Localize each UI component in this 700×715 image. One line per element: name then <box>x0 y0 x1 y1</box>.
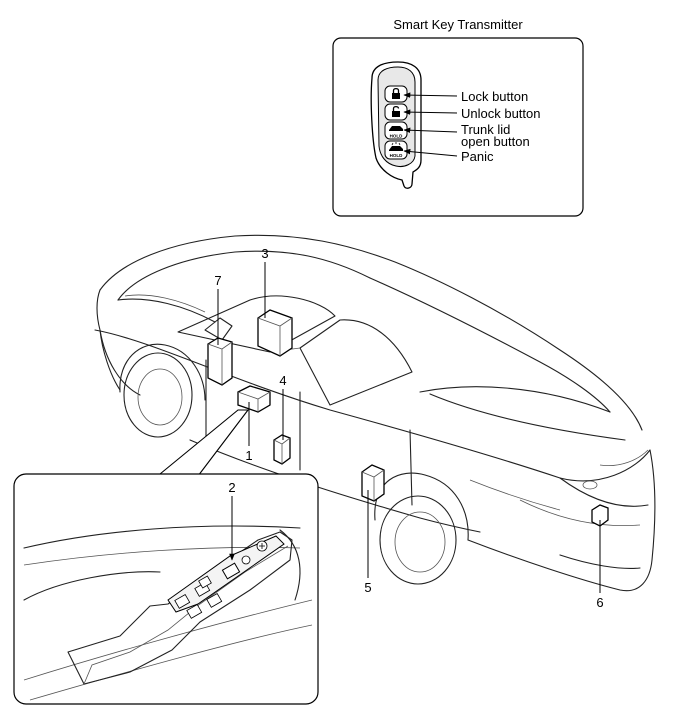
trunk-button-label-2: open button <box>461 134 530 149</box>
label-4: 4 <box>279 373 286 388</box>
panic-button-label: Panic <box>461 149 494 164</box>
module-3 <box>257 309 293 357</box>
module-6 <box>591 504 609 527</box>
module-5 <box>361 464 385 502</box>
panic-hold-text: HOLD <box>390 153 403 158</box>
trunk-icon: HOLD <box>389 126 403 139</box>
smart-key-panel: Smart Key Transmitter HOLD <box>332 17 584 217</box>
smart-key-frame <box>332 37 584 217</box>
lock-leader <box>403 92 458 98</box>
module-1 <box>237 385 271 413</box>
panic-leader <box>403 148 458 157</box>
panic-icon: HOLD <box>389 142 403 158</box>
trunk-button-label: Trunk lid <box>461 122 510 137</box>
unlock-leader <box>403 109 458 115</box>
component-labels: 3 7 4 1 5 6 <box>214 246 603 610</box>
car-illustration <box>94 234 656 592</box>
lock-icon <box>392 87 400 99</box>
trunk-hold-text: HOLD <box>390 134 403 139</box>
detail-frame <box>13 473 319 705</box>
label-3: 3 <box>261 246 268 261</box>
detail-callout-wedge <box>159 409 250 477</box>
power-window-switch-panel <box>167 535 285 619</box>
lock-button-label: Lock button <box>461 89 528 104</box>
label-2: 2 <box>228 480 235 495</box>
label-7: 7 <box>214 273 221 288</box>
unlock-button-label: Unlock button <box>461 106 541 121</box>
key-fob-icon: HOLD HOLD <box>370 61 422 189</box>
label-6: 6 <box>596 595 603 610</box>
label-5: 5 <box>364 580 371 595</box>
label-1: 1 <box>245 448 252 463</box>
door-armrest <box>67 531 293 685</box>
module-2-switch <box>221 562 241 580</box>
door-switch-detail: 2 <box>13 409 319 705</box>
smart-key-title: Smart Key Transmitter <box>393 17 523 32</box>
trunk-leader <box>403 127 458 134</box>
unlock-icon <box>392 105 400 117</box>
mirror-knob-icon <box>241 555 251 565</box>
